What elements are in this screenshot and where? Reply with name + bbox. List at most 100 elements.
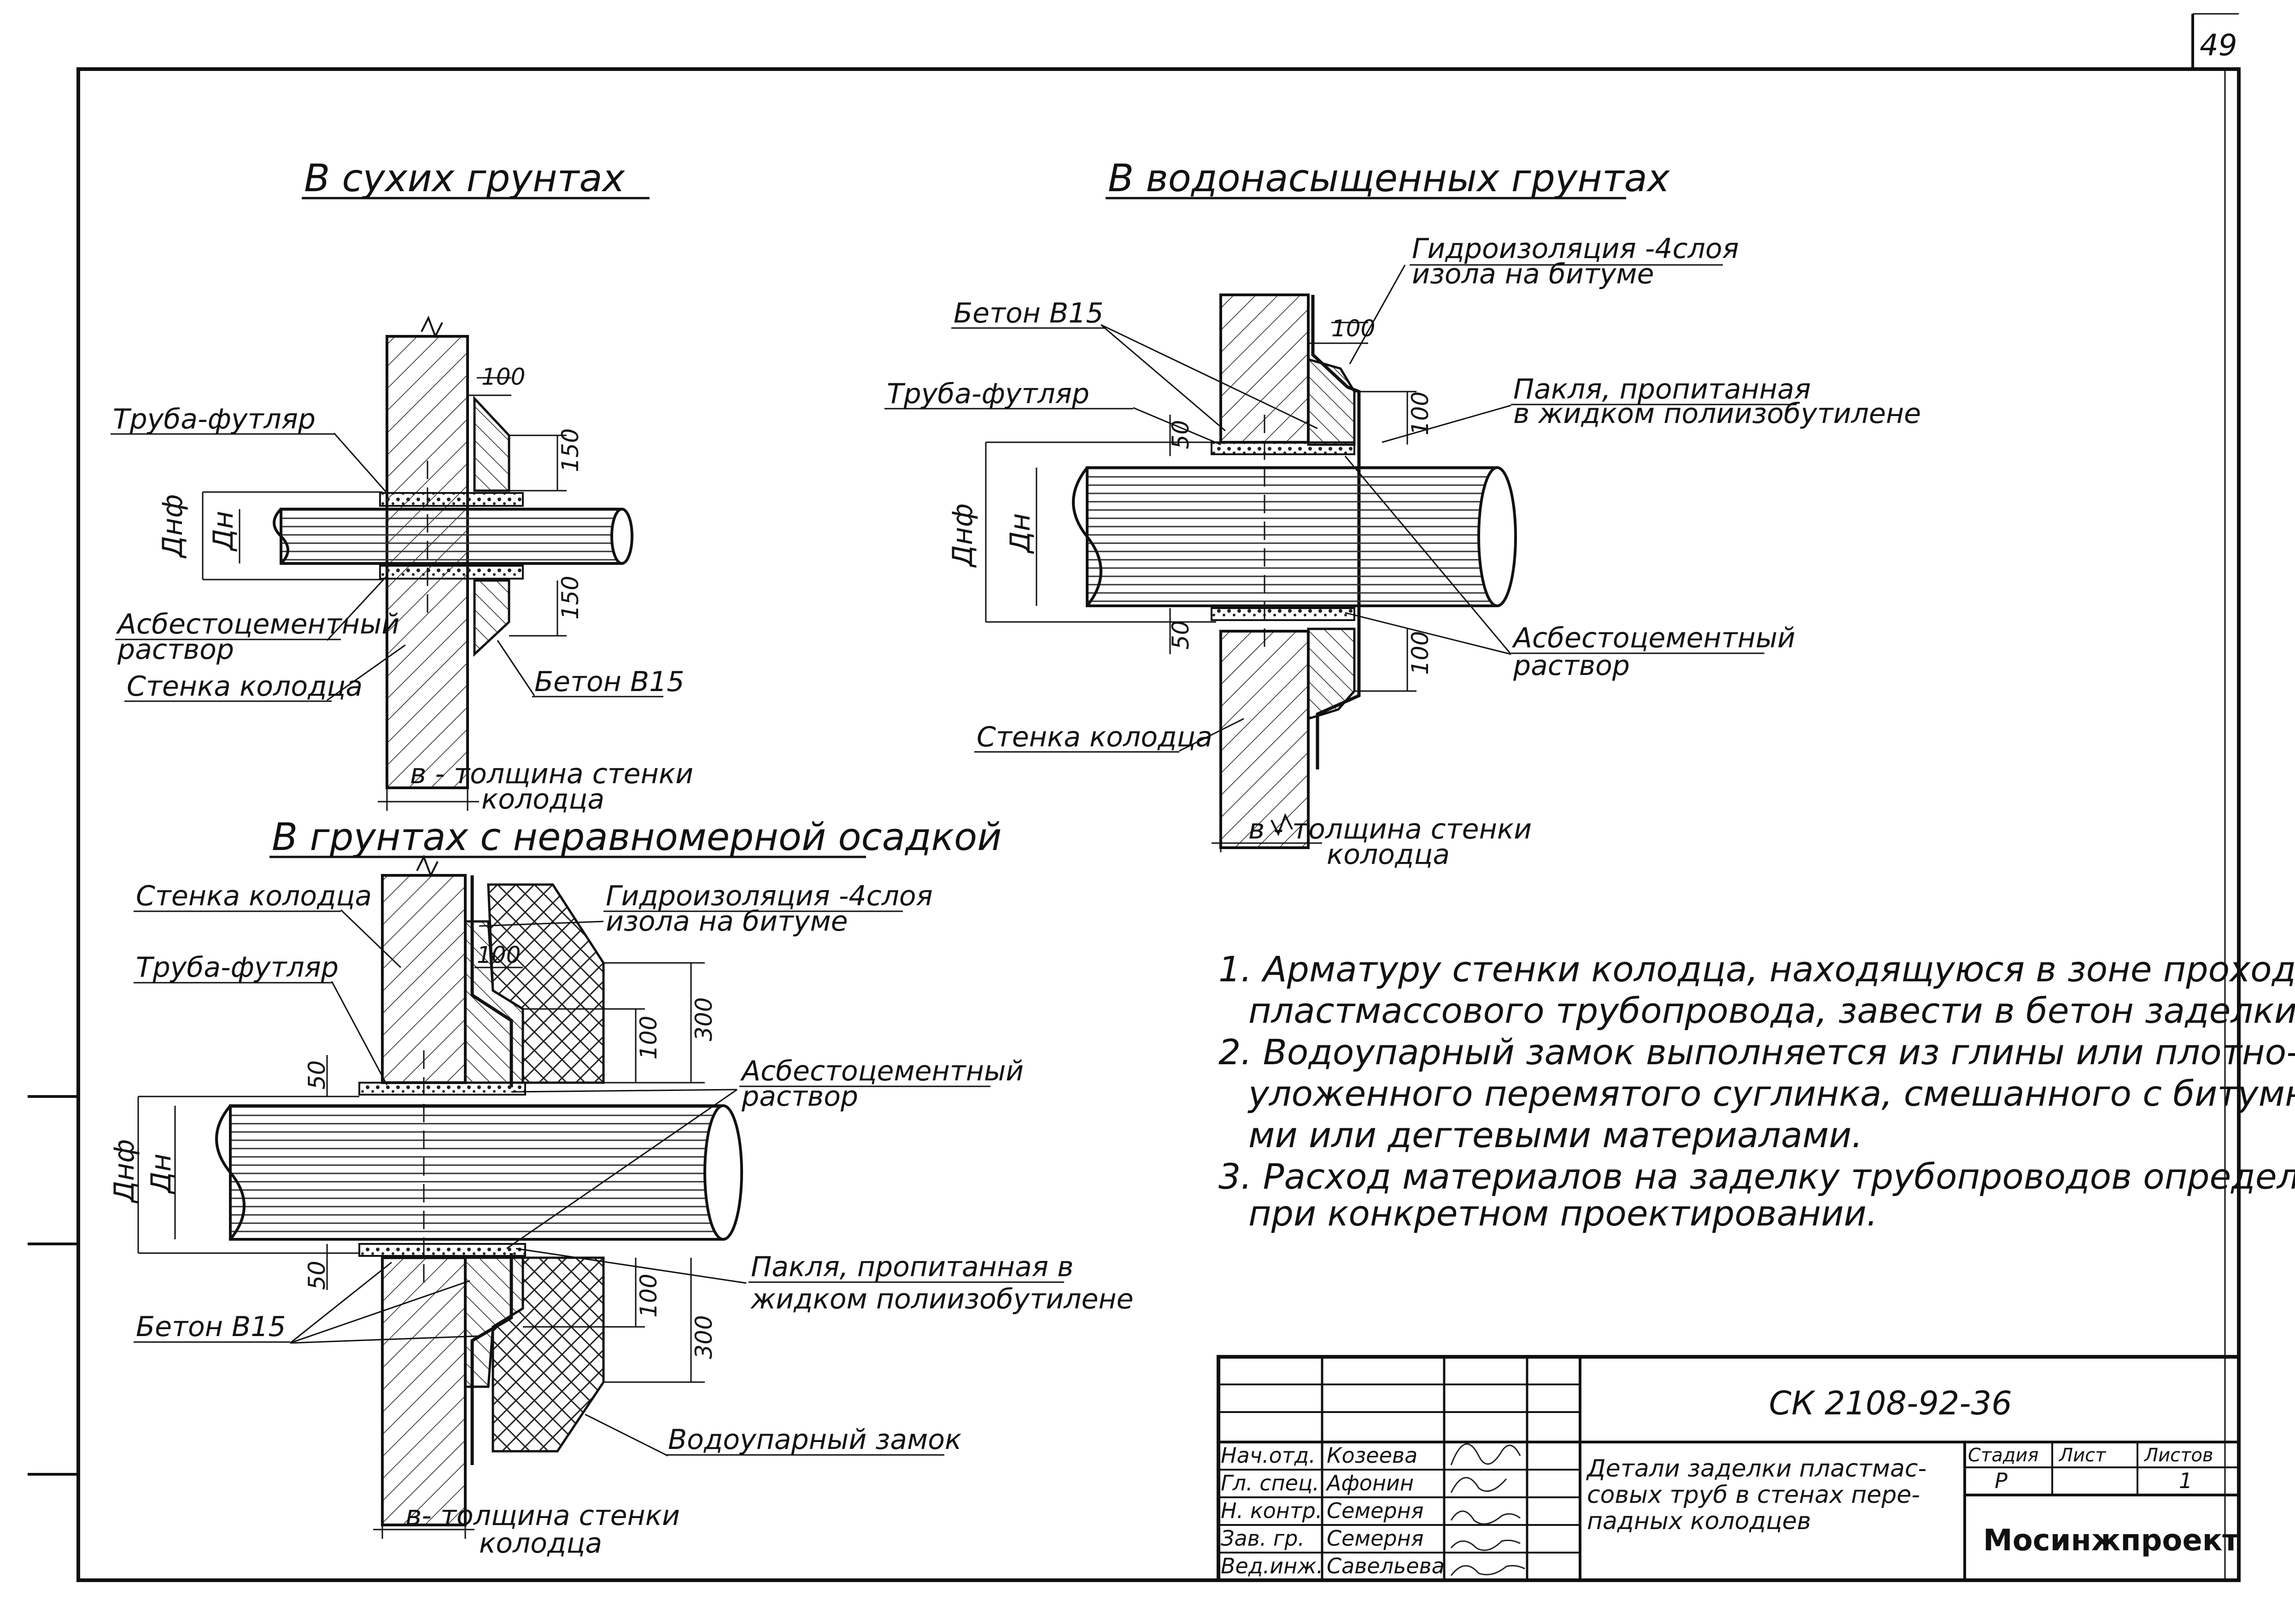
settle-dim-50-bottom: 50 xyxy=(304,1261,330,1290)
dry-label-concrete: Бетон В15 xyxy=(534,666,685,698)
wet-dim-100-mid: 100 xyxy=(1407,392,1434,435)
name-5: Савельева xyxy=(1327,1554,1445,1578)
wet-label-concrete: Бетон В15 xyxy=(954,297,1104,329)
description-line-3: падных колодцев xyxy=(1587,1507,1811,1535)
dry-dim-100: 100 xyxy=(481,363,525,390)
wet-label-oakum-1: Пакля, пропитанная xyxy=(1513,373,1811,405)
settle-label-oakum-2: жидком полиизобутилене xyxy=(750,1283,1134,1315)
dry-dim-dn: Дн xyxy=(207,511,240,552)
settle-waterproof-top xyxy=(470,875,513,1087)
wet-label-waterproof-1: Гидроизоляция -4слоя xyxy=(1412,233,1739,265)
settle-label-waterproof-2: изола на битуме xyxy=(606,905,848,938)
wet-wall-lower xyxy=(1219,630,1310,849)
dry-concrete-top xyxy=(473,395,510,492)
dry-mortar-bottom xyxy=(379,565,524,580)
role-4: Зав. гр. xyxy=(1221,1526,1305,1551)
role-3: Н. контр. xyxy=(1221,1498,1322,1523)
wet-mortar-top xyxy=(1211,441,1355,455)
view-settlement-soils: В грунтах с неравномерной осадкой 300 10… xyxy=(108,815,1134,1560)
dry-label-casing: Труба-футляр xyxy=(113,403,316,435)
settle-dim-dn: Дн xyxy=(145,1154,177,1195)
dry-pipe xyxy=(280,508,623,565)
wet-dim-dn: Дн xyxy=(1004,513,1036,554)
settle-pipe xyxy=(229,1104,725,1241)
dry-label-mortar-1: Асбестоцементный xyxy=(116,608,399,640)
signatures xyxy=(1450,1443,1525,1576)
settle-mortar-bottom xyxy=(358,1243,526,1257)
settle-label-thickness-1: в- толщина стенки xyxy=(405,1500,680,1532)
role-1: Нач.отд. xyxy=(1221,1443,1316,1468)
sheet-header: Лист xyxy=(2058,1445,2107,1466)
wet-label-thickness-2: колодца xyxy=(1327,838,1450,871)
note-line-1: 1. Арматуру стенки колодца, находящуюся … xyxy=(1218,949,2295,990)
wet-dim-50-top: 50 xyxy=(1167,420,1194,449)
note-line-5: ми или дегтевыми материалами. xyxy=(1248,1114,1863,1155)
dry-label-mortar-2: раствор xyxy=(117,633,234,666)
sheets-header: Листов xyxy=(2143,1445,2213,1466)
settle-label-casing: Труба-футляр xyxy=(136,951,339,984)
name-1: Козеева xyxy=(1327,1443,1417,1468)
organization-name: Мосинжпроект xyxy=(1983,1524,2239,1558)
wet-dim-100-bottom: 100 xyxy=(1407,631,1434,675)
wet-dim-50-bottom: 50 xyxy=(1167,620,1194,650)
wet-label-wall: Стенка колодца xyxy=(977,721,1212,753)
role-2: Гл. спец. xyxy=(1221,1471,1319,1495)
settle-label-clay-lock: Водоупарный замок xyxy=(668,1424,961,1456)
description-line-2: совых труб в стенах пере- xyxy=(1587,1481,1920,1509)
settle-mortar-top xyxy=(358,1082,526,1096)
settle-label-mortar-2: раствор xyxy=(741,1080,858,1113)
dry-label-thickness-1: в - толщина стенки xyxy=(410,758,693,790)
title-block xyxy=(1217,1355,2241,1582)
view-dry-title: В сухих грунтах xyxy=(304,157,626,200)
wet-label-waterproof-2: изола на битуме xyxy=(1412,258,1654,290)
note-line-7: при конкретном проектировании. xyxy=(1248,1193,1878,1234)
note-line-4: уложенного перемятого суглинка, смешанно… xyxy=(1247,1073,2295,1114)
settle-label-oakum-1: Пакля, пропитанная в xyxy=(751,1251,1073,1283)
view-settle-title: В грунтах с неравномерной осадкой xyxy=(272,815,1002,859)
wet-pipe xyxy=(1086,466,1499,607)
wet-label-oakum-2: в жидком полиизобутилене xyxy=(1513,398,1921,430)
settle-label-mortar-1: Асбестоцементный xyxy=(740,1055,1024,1087)
dry-dim-dnf: Днф xyxy=(157,494,189,559)
dry-label-wall: Стенка колодца xyxy=(127,670,363,703)
settle-dim-100-top: 100 xyxy=(635,1016,662,1060)
note-line-3: 2. Водоупарный замок выполняется из глин… xyxy=(1218,1032,2295,1073)
wet-dim-dnf: Днф xyxy=(947,504,979,568)
dry-concrete-bottom xyxy=(473,579,510,657)
sheet-frame xyxy=(28,13,2241,1582)
settle-dim-dnf: Днф xyxy=(108,1139,141,1204)
title-block-roles: Нач.отд. Гл. спец. Н. контр. Зав. гр. Ве… xyxy=(1221,1443,1323,1578)
wet-label-casing: Труба-футляр xyxy=(887,378,1089,410)
role-5: Вед.инж. xyxy=(1221,1554,1323,1578)
view-wet-title: В водонасыщенных грунтах xyxy=(1108,157,1670,200)
dry-dim-150-top: 150 xyxy=(557,428,584,472)
notes: 1. Арматуру стенки колодца, находящуюся … xyxy=(1218,949,2295,1234)
settle-label-concrete: Бетон В15 xyxy=(136,1311,286,1343)
name-3: Семерня xyxy=(1327,1498,1423,1523)
wet-label-mortar-1: Асбестоцементный xyxy=(1511,622,1795,654)
wet-label-mortar-2: раствор xyxy=(1513,650,1630,682)
wet-concrete-bottom xyxy=(1307,627,1356,721)
settle-label-waterproof-1: Гидроизоляция -4слоя xyxy=(606,880,933,912)
title-block-code: СК 2108-92-36 xyxy=(1769,1384,2012,1422)
settle-dim-100-wall: 100 xyxy=(477,942,521,968)
view-wet-soils: В водонасыщенных грунтах 100 100 100 50 … xyxy=(884,157,1921,871)
settle-dim-50-top: 50 xyxy=(304,1060,330,1090)
settle-wall-lower xyxy=(381,1256,467,1526)
settle-waterproof-bottom xyxy=(470,1253,513,1465)
wet-dim-100-top: 100 xyxy=(1331,315,1375,342)
name-2: Афонин xyxy=(1325,1471,1414,1495)
dry-label-thickness-2: колодца xyxy=(481,783,604,815)
sheets-total-value: 1 xyxy=(2179,1468,2192,1493)
settle-label-wall: Стенка колодца xyxy=(136,880,372,912)
dry-mortar-top xyxy=(379,492,524,507)
settle-dim-300-bottom: 300 xyxy=(691,1315,717,1359)
wet-label-thickness-1: в - толщина стенки xyxy=(1248,813,1532,845)
dry-dim-150-bottom: 150 xyxy=(557,576,584,620)
settle-dim-300-top: 300 xyxy=(691,997,717,1041)
sheet-number: 49 xyxy=(2200,29,2237,63)
stage-header: Стадия xyxy=(1968,1445,2038,1466)
name-4: Семерня xyxy=(1327,1526,1423,1551)
stage-value: Р xyxy=(1995,1468,2008,1493)
